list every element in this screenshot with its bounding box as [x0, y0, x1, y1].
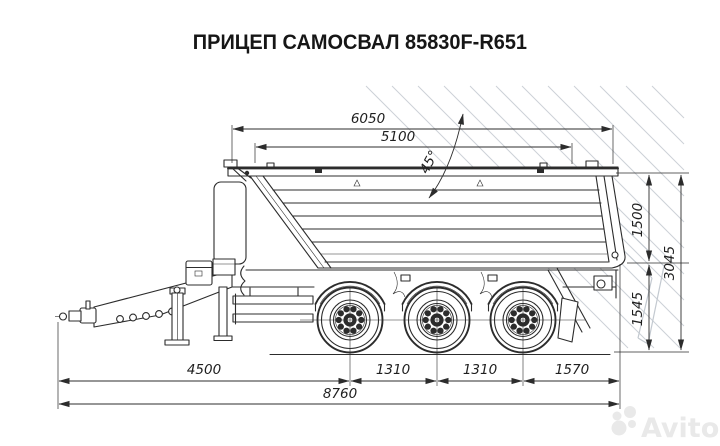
dimension-overall-length: 8760	[58, 386, 620, 408]
leg-crank	[173, 286, 181, 294]
dim-label-8760: 8760	[323, 386, 357, 402]
body-side-panel	[249, 175, 626, 269]
frame-break-line	[240, 265, 246, 296]
avito-logo-icon	[611, 406, 636, 436]
side-guard	[232, 287, 314, 325]
toolbox	[185, 258, 236, 286]
page-title-text: ПРИЦЕП САМОСВАЛ 85830F-R651	[192, 31, 528, 54]
support-leg-foot	[164, 339, 190, 346]
dimension-bottom-row: 4500 1310 1310 1570	[57, 264, 621, 409]
marker-triangle-1	[353, 179, 361, 187]
page-title: ПРИЦЕП САМОСВАЛ 85830F-R651	[0, 31, 720, 55]
dim-label-1500: 1500	[630, 203, 646, 237]
marker-triangle-2	[476, 179, 484, 187]
avito-watermark: Avito	[611, 406, 719, 444]
dim-label-1570: 1570	[555, 362, 589, 378]
tie-hook-rear	[539, 162, 548, 168]
dim-label-1545: 1545	[630, 292, 646, 326]
dim-label-4500: 4500	[187, 362, 221, 378]
dimension-inner-top: 5100	[254, 129, 573, 164]
watermark-text: Avito	[641, 413, 719, 444]
tie-hook-front	[266, 162, 275, 168]
dimension-overall-top: 6050	[231, 111, 614, 164]
hydraulic-cylinder-cover	[213, 181, 247, 265]
support-leg	[164, 286, 233, 346]
hitch-eye	[58, 312, 68, 321]
dim-label-3045: 3045	[662, 246, 678, 280]
tailgate-hinge-tab	[585, 160, 599, 168]
tipping-hinge	[596, 279, 606, 289]
centerlines	[300, 288, 586, 386]
dimension-right-stack: 1500 1545 3045	[614, 172, 689, 353]
dim-label-5100: 5100	[381, 129, 415, 145]
dump-body	[213, 159, 626, 269]
front-bracket	[223, 159, 252, 182]
dim-label-1310-b: 1310	[463, 362, 497, 378]
brake-hoses	[392, 271, 498, 298]
hitch-head	[79, 307, 97, 324]
dim-label-6050: 6050	[351, 111, 385, 127]
dim-label-1310-a: 1310	[376, 362, 410, 378]
front-wall-band	[262, 175, 332, 269]
